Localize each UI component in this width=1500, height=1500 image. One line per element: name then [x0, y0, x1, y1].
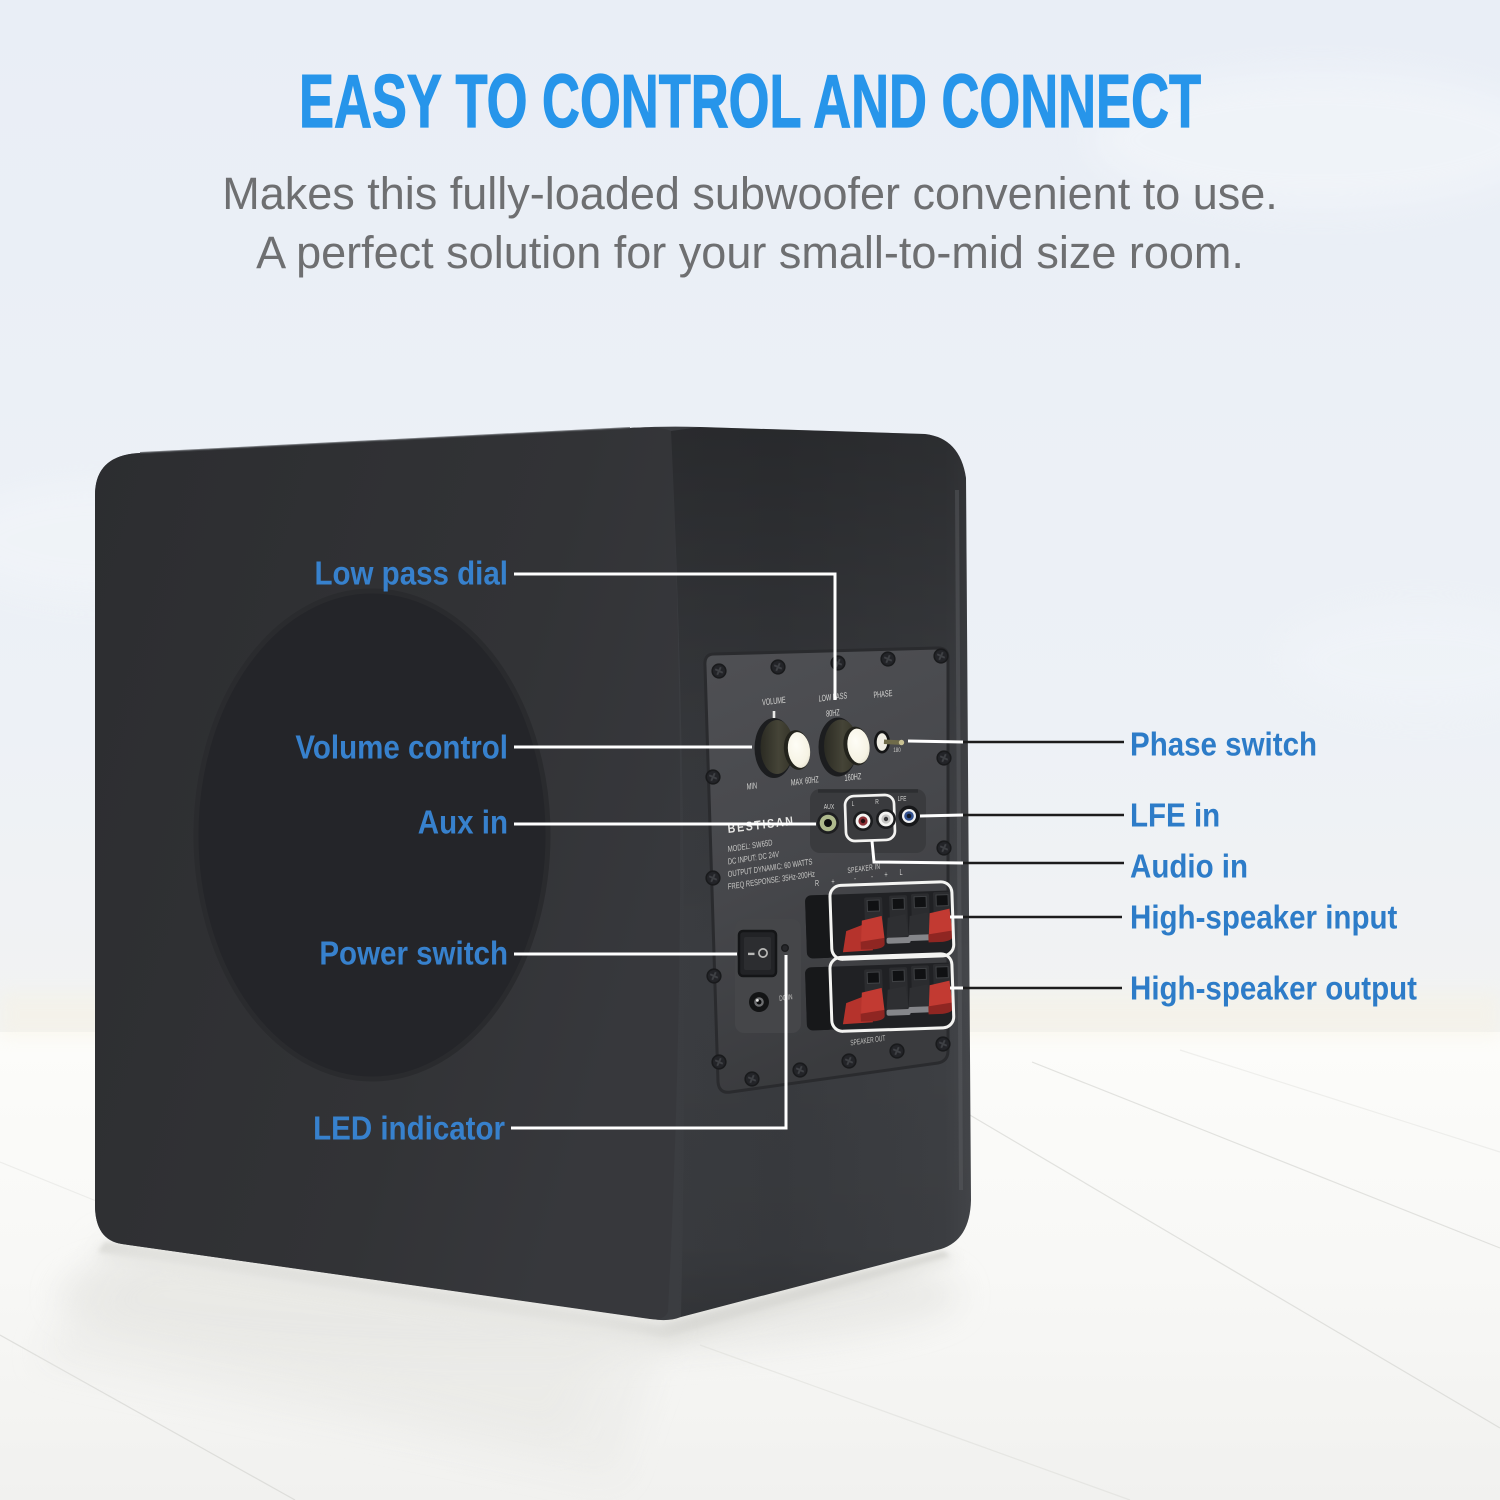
svg-text:L: L — [852, 801, 855, 808]
svg-text:80HZ: 80HZ — [826, 707, 840, 719]
svg-text:60HZ: 60HZ — [805, 774, 819, 786]
svg-text:-: - — [854, 875, 856, 883]
svg-text:A perfect solution for your sm: A perfect solution for your small-to-mid… — [256, 227, 1244, 278]
svg-text:+: + — [831, 878, 834, 886]
svg-text:Makes this fully-loaded subwoo: Makes this fully-loaded subwoofer conven… — [222, 168, 1278, 219]
svg-text:Aux in: Aux in — [418, 804, 508, 841]
svg-text:High-speaker input: High-speaker input — [1130, 899, 1398, 936]
svg-text:LOW PASS: LOW PASS — [818, 690, 847, 704]
svg-text:MAX: MAX — [791, 776, 804, 788]
svg-text:Audio in: Audio in — [1130, 848, 1248, 885]
svg-text:Volume control: Volume control — [295, 729, 508, 766]
svg-text:PHASE: PHASE — [873, 688, 892, 701]
svg-text:MIN: MIN — [747, 780, 758, 792]
svg-text:High-speaker output: High-speaker output — [1130, 970, 1418, 1007]
svg-text:AUX: AUX — [824, 803, 835, 811]
svg-text:VOLUME: VOLUME — [762, 694, 786, 707]
svg-text:EASY TO CONTROL AND CONNECT: EASY TO CONTROL AND CONNECT — [299, 59, 1201, 144]
svg-text:LED indicator: LED indicator — [313, 1110, 505, 1147]
svg-text:R: R — [875, 799, 879, 806]
svg-text:160HZ: 160HZ — [844, 771, 861, 784]
svg-text:-: - — [871, 873, 873, 881]
svg-text:R: R — [815, 880, 819, 888]
svg-text:+: + — [884, 871, 887, 879]
svg-text:Low pass dial: Low pass dial — [314, 555, 508, 592]
svg-text:LFE: LFE — [898, 796, 907, 803]
svg-text:LFE in: LFE in — [1130, 797, 1220, 834]
svg-text:L: L — [899, 869, 902, 877]
svg-text:180: 180 — [893, 747, 900, 754]
svg-text:Power switch: Power switch — [319, 935, 508, 972]
svg-text:Phase switch: Phase switch — [1130, 726, 1317, 763]
